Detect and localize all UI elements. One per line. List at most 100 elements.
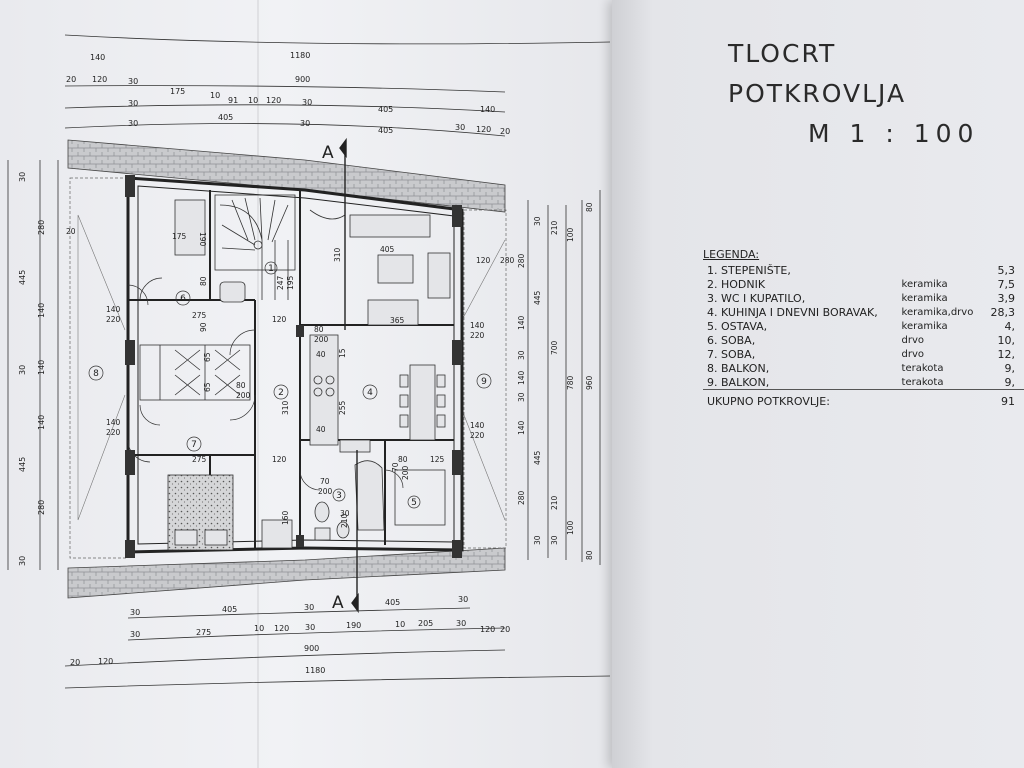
balcony-right-roof-lines bbox=[461, 239, 506, 521]
legend-room-name: 3. WC I KUPATILO, bbox=[707, 291, 806, 305]
dim-label: 405 bbox=[378, 105, 393, 114]
legend-area: 12, bbox=[997, 347, 1016, 361]
legend-total-row: UKUPNO POTKROVLJE: 91 bbox=[703, 389, 1024, 408]
dim-label: 30 bbox=[340, 509, 350, 518]
dim-label: 125 bbox=[430, 455, 445, 464]
dim-label: 405 bbox=[385, 598, 400, 607]
staircase bbox=[214, 194, 296, 300]
section-mark-bottom: A bbox=[332, 593, 344, 613]
dim-label: 30 bbox=[517, 392, 526, 402]
dim-label: 190 bbox=[198, 232, 207, 247]
dim-label: 247 bbox=[276, 275, 285, 290]
dim-label: 280 bbox=[517, 490, 526, 505]
dim-label: 140 bbox=[517, 420, 526, 435]
dim-label: 30 bbox=[305, 623, 315, 632]
dim-label: 30 bbox=[128, 99, 138, 108]
legend-area: 4, bbox=[1004, 319, 1016, 333]
dim-label: 220 bbox=[106, 315, 121, 324]
dim-label: 65 bbox=[203, 382, 212, 392]
room-markers bbox=[88, 261, 492, 509]
legend-area: 7,5 bbox=[997, 277, 1016, 291]
room-number: 5 bbox=[411, 498, 417, 508]
legend-room-name: 8. BALKON, bbox=[707, 361, 770, 375]
dim-label: 140 bbox=[106, 305, 121, 314]
dim-label: 280 bbox=[37, 220, 46, 235]
dim-label: 190 bbox=[346, 621, 361, 630]
dim-label: 220 bbox=[470, 331, 485, 340]
dim-label: 30 bbox=[455, 123, 465, 132]
dim-label: 200 bbox=[318, 487, 333, 496]
dim-label: 205 bbox=[418, 619, 433, 628]
dim-label: 30 bbox=[517, 350, 526, 360]
legend-room-name: 4. KUHINJA I DNEVNI BORAVAK, bbox=[707, 305, 878, 319]
dim-label: 195 bbox=[286, 275, 295, 290]
dim-label: 210 bbox=[340, 513, 349, 528]
legend-material: terakota bbox=[901, 376, 944, 388]
dim-label: 405 bbox=[380, 245, 395, 254]
legend-room-name: 1. STEPENIŠTE, bbox=[707, 263, 791, 277]
dim-label: 120 bbox=[480, 625, 495, 634]
legend-material: keramika bbox=[901, 278, 948, 290]
room-number: 3 bbox=[336, 491, 342, 501]
legend-material: drvo bbox=[901, 348, 925, 360]
dim-label: 175 bbox=[170, 87, 185, 96]
left-dimension-lines bbox=[7, 160, 59, 570]
dim-label: 15 bbox=[338, 348, 347, 358]
left-dimension-text: 30 280 445 140 30 140 30 140 445 280 30 bbox=[18, 172, 46, 566]
dim-label: 80 bbox=[585, 550, 594, 560]
section-mark-top: A bbox=[322, 143, 334, 163]
dim-label: 30 bbox=[550, 535, 559, 545]
dim-label: 30 bbox=[128, 119, 138, 128]
legend-material: keramika,drvo bbox=[901, 306, 974, 318]
dim-label: 140 bbox=[480, 105, 495, 114]
legend-row: 5. OSTAVA, keramika 4, bbox=[703, 319, 1024, 333]
roof-eave-top bbox=[67, 139, 506, 213]
bathroom-fixtures bbox=[314, 460, 446, 541]
legend-room-name: 6. SOBA, bbox=[707, 333, 756, 347]
dim-label: 140 bbox=[90, 53, 105, 62]
dim-label: 70 bbox=[320, 477, 330, 486]
dim-label: 20 bbox=[70, 658, 80, 667]
dim-label: 120 bbox=[476, 256, 491, 265]
dim-label: 140 bbox=[37, 303, 46, 318]
dim-label: 30 bbox=[304, 603, 314, 612]
dim-label: 220 bbox=[106, 428, 121, 437]
legend-heading: LEGENDA: bbox=[703, 248, 760, 261]
wall-columns bbox=[125, 175, 462, 558]
dim-label: 140 bbox=[37, 360, 46, 375]
door-swings bbox=[127, 277, 404, 491]
dim-label: 10 bbox=[395, 620, 405, 629]
right-dimension-text: 30 280 445 140 30 140 30 140 445 280 30 … bbox=[517, 202, 594, 560]
dim-label: 310 bbox=[333, 247, 342, 262]
dim-label: 30 bbox=[130, 608, 140, 617]
dim-label: 70 bbox=[391, 462, 400, 472]
dim-label: 175 bbox=[172, 232, 187, 241]
dim-label: 65 bbox=[203, 352, 212, 362]
dim-label: 30 bbox=[128, 77, 138, 86]
legend-area: 9, bbox=[1004, 375, 1016, 389]
dim-label: 445 bbox=[533, 450, 542, 465]
bottom-dimension-text: 30 405 30 405 30 30 275 10 120 30 190 10… bbox=[70, 595, 510, 675]
room-number: 1 bbox=[268, 264, 274, 274]
dim-label: 900 bbox=[295, 75, 310, 84]
roof-eave-bottom bbox=[67, 547, 506, 599]
legend-material: keramika bbox=[901, 320, 948, 332]
interior-dimension-labels: 175 190 405 120 280 140 220 140 220 275 … bbox=[66, 227, 515, 528]
legend-material bbox=[902, 263, 991, 277]
dim-label: 200 bbox=[314, 335, 329, 344]
dim-label: 280 bbox=[517, 253, 526, 268]
kitchen-counter-curve bbox=[309, 209, 346, 330]
dim-label: 30 bbox=[458, 595, 468, 604]
total-value: 91 bbox=[990, 389, 1024, 408]
room-number: 9 bbox=[481, 377, 487, 387]
dim-label: 80 bbox=[199, 276, 208, 286]
dim-label: 30 bbox=[130, 630, 140, 639]
dim-label: 100 bbox=[566, 227, 575, 242]
legend-room-name: 5. OSTAVA, bbox=[707, 319, 768, 333]
